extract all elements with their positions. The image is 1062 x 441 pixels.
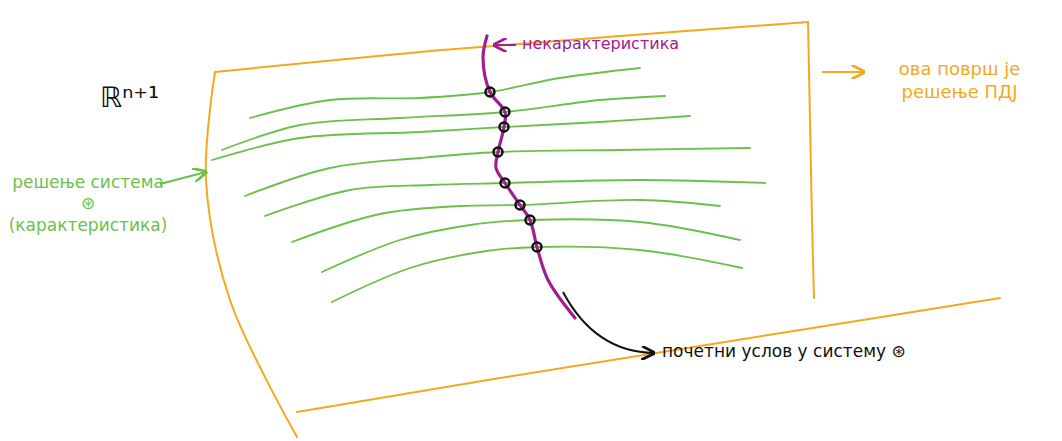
solution-surface <box>206 22 1000 437</box>
characteristic-curve <box>332 247 742 302</box>
surface-edge <box>206 72 297 437</box>
space-label: ℝⁿ⁺¹ <box>100 80 159 115</box>
surface-edge <box>808 22 814 298</box>
initial-point <box>501 179 510 188</box>
initial-point <box>494 148 503 157</box>
noncharacteristic-curve <box>483 36 575 318</box>
initial-point <box>526 216 535 225</box>
characteristic-curves <box>212 68 765 302</box>
initial-points <box>486 88 542 252</box>
surface-label: ова површ је решење ПДЈ <box>872 58 1047 103</box>
leader-arrow <box>494 44 516 46</box>
leader-arrow <box>822 71 864 73</box>
initial-point <box>516 201 525 210</box>
leader-arrows <box>160 45 864 353</box>
initial-point <box>500 123 509 132</box>
leader-arrow <box>160 172 206 184</box>
noncharacteristic-curve <box>483 36 575 318</box>
initial-condition-label: почетни услов у систему ⊛ <box>662 341 906 362</box>
characteristic-curve <box>222 96 665 150</box>
initial-point <box>501 108 510 117</box>
curve-label: некарактеристика <box>522 34 679 54</box>
characteristic-curve <box>212 116 690 160</box>
surface-edge <box>297 298 1000 412</box>
surface-edge <box>215 22 808 72</box>
initial-point <box>533 243 542 252</box>
initial-point <box>486 88 495 97</box>
characteristic-label: решење система ⊛ (карактеристика) <box>8 172 168 236</box>
characteristic-curve <box>250 68 640 118</box>
leader-arrow <box>563 292 654 353</box>
